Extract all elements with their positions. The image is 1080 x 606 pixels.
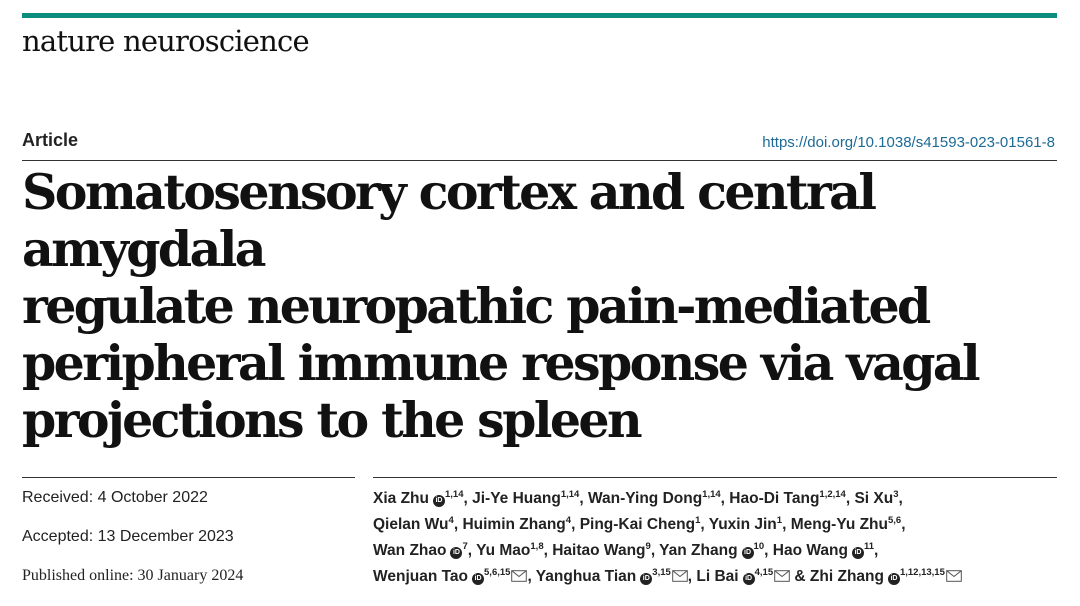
author-name[interactable]: Li Bai — [696, 568, 739, 585]
affiliation-superscript: 3 — [893, 489, 899, 500]
affiliation-superscript: 9 — [645, 541, 651, 552]
received-date: Received: 4 October 2022 — [22, 489, 208, 506]
affiliation-superscript: 10 — [753, 541, 765, 552]
affiliation-superscript: 3,15 — [652, 567, 671, 578]
orcid-icon[interactable]: iD — [432, 495, 445, 507]
author-name[interactable]: Hao-Di Tang — [729, 490, 820, 507]
author-separator: , — [527, 568, 536, 585]
orcid-icon[interactable]: iD — [742, 573, 755, 585]
published-date: Published online: 30 January 2024 — [22, 567, 244, 584]
author-name[interactable]: Yuxin Jin — [708, 516, 777, 533]
article-title: Somatosensory cortex and central amygdal… — [22, 164, 1062, 449]
author-line: Qielan Wu4, Huimin Zhang4, Ping-Kai Chen… — [373, 512, 1063, 538]
envelope-icon[interactable] — [511, 565, 528, 591]
author-separator: , — [687, 568, 697, 585]
author-separator: , — [463, 490, 473, 507]
author-separator: , — [571, 516, 580, 533]
author-name[interactable]: Si Xu — [854, 490, 894, 507]
author-separator: , — [467, 542, 477, 559]
authors-divider — [373, 477, 1057, 478]
affiliation-superscript: 4 — [448, 515, 454, 526]
author-name[interactable]: Yan Zhang — [659, 542, 738, 559]
orcid-icon[interactable]: iD — [640, 573, 653, 585]
journal-accent-bar — [22, 13, 1057, 18]
dates-divider — [22, 477, 355, 478]
author-separator: , — [898, 490, 903, 507]
orcid-icon[interactable]: iD — [851, 547, 864, 559]
affiliation-superscript: 1,2,14 — [819, 489, 846, 500]
author-name[interactable]: Wan-Ying Dong — [587, 490, 703, 507]
title-line: regulate neuropathic pain-mediated — [22, 277, 931, 335]
author-conjunction: & — [794, 568, 810, 585]
author-separator: , — [782, 516, 791, 533]
affiliation-superscript: 11 — [863, 541, 874, 552]
article-dates: Received: 4 October 2022 Accepted: 13 De… — [22, 489, 352, 606]
journal-name[interactable]: nature neuroscience — [22, 24, 310, 58]
title-line: peripheral immune response via vagal — [22, 334, 981, 392]
author-separator: , — [650, 542, 660, 559]
affiliation-superscript: 1,14 — [560, 489, 580, 500]
author-name[interactable]: Wenjuan Tao — [373, 568, 469, 585]
author-name[interactable]: Huimin Zhang — [462, 516, 566, 533]
author-name[interactable]: Meng-Yu Zhu — [790, 516, 888, 533]
orcid-icon[interactable]: iD — [887, 573, 900, 585]
affiliation-superscript: 1,14 — [702, 489, 721, 500]
author-separator: , — [901, 516, 906, 533]
affiliation-superscript: 4,15 — [754, 567, 774, 578]
author-separator: , — [764, 542, 773, 559]
author-separator: , — [874, 542, 879, 559]
author-name[interactable]: Ji-Ye Huang — [472, 490, 561, 507]
article-type: Article — [22, 130, 79, 150]
accepted-date: Accepted: 13 December 2023 — [22, 528, 234, 545]
envelope-icon[interactable] — [774, 565, 790, 591]
title-line: Somatosensory cortex and central amygdal… — [22, 163, 877, 278]
affiliation-superscript: 5,6,15 — [484, 567, 511, 578]
author-name[interactable]: Yanghua Tian — [535, 568, 637, 585]
affiliation-superscript: 1,14 — [444, 489, 464, 500]
author-name[interactable]: Yu Mao — [476, 542, 531, 559]
orcid-icon[interactable]: iD — [741, 547, 754, 559]
author-separator: , — [700, 516, 709, 533]
author-name[interactable]: Xia Zhu — [373, 490, 429, 507]
author-name[interactable]: Haitao Wang — [552, 542, 646, 559]
envelope-icon[interactable] — [671, 565, 688, 591]
affiliation-superscript: 1,8 — [530, 541, 544, 552]
author-name[interactable]: Wan Zhao — [373, 542, 447, 559]
title-line: projections to the spleen — [22, 391, 643, 449]
author-name[interactable]: Ping-Kai Cheng — [579, 516, 696, 533]
orcid-icon[interactable]: iD — [472, 573, 485, 585]
author-separator: , — [845, 490, 855, 507]
header-divider — [22, 160, 1057, 161]
affiliation-superscript: 1 — [776, 515, 783, 526]
affiliation-superscript: 7 — [462, 541, 468, 552]
affiliation-superscript: 5,6 — [888, 515, 902, 526]
orcid-icon[interactable]: iD — [450, 547, 463, 559]
author-separator: , — [720, 490, 730, 507]
author-separator: , — [453, 516, 463, 533]
author-name[interactable]: Qielan Wu — [373, 516, 449, 533]
author-name[interactable]: Zhi Zhang — [809, 568, 884, 585]
affiliation-superscript: 4 — [565, 515, 572, 526]
affiliation-superscript: 1,12,13,15 — [899, 567, 945, 578]
envelope-icon[interactable] — [946, 565, 962, 591]
author-separator: , — [579, 490, 588, 507]
author-name[interactable]: Hao Wang — [772, 542, 848, 559]
author-separator: , — [543, 542, 553, 559]
affiliation-superscript: 1 — [695, 515, 701, 526]
doi-link[interactable]: https://doi.org/10.1038/s41593-023-01561… — [762, 134, 1055, 151]
